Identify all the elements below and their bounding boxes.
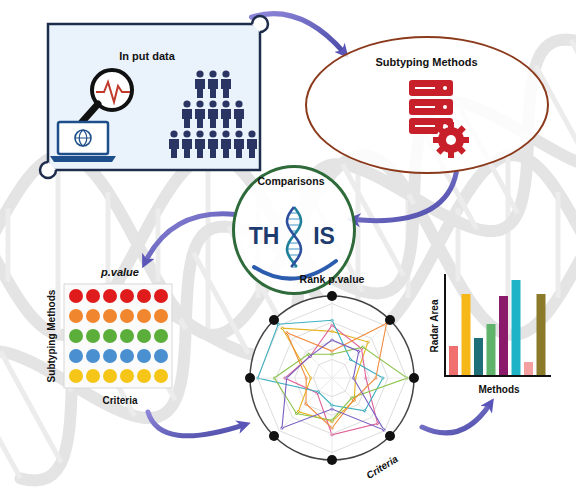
node-illustration [232, 268, 432, 480]
input-data-scroll: In put data [38, 12, 270, 182]
curved-arrow [145, 214, 235, 262]
node-label: Criteria [364, 453, 400, 481]
pvalue-dot-grid: p.valueSubtyping MethodsCriteria [40, 262, 175, 412]
node-label: Subtyping Methods [46, 290, 57, 383]
curved-arrow [422, 404, 490, 433]
curved-arrow [251, 14, 344, 53]
node-label: Subtyping Methods [375, 55, 477, 67]
curved-arrow [354, 173, 457, 221]
node-label: IS [313, 224, 335, 249]
curved-arrow [148, 412, 244, 436]
radar-area-bar-chart: Radar AreaMethods [425, 268, 555, 404]
methods-ellipse: Subtyping Methods [305, 36, 549, 174]
node-label: Criteria [102, 395, 137, 406]
node-label: TH [249, 224, 280, 249]
node-illustration [40, 262, 175, 412]
node-label: Methods [478, 384, 519, 395]
rank-radar-chart: Rank p.valueCriteria [232, 268, 432, 480]
node-label: Comparisons [257, 176, 324, 188]
node-illustration [38, 12, 270, 182]
node-label: Radar Area [429, 300, 440, 353]
node-label: Rank p.value [300, 274, 365, 286]
node-label: p.value [101, 266, 139, 278]
node-label: In put data [119, 50, 175, 62]
